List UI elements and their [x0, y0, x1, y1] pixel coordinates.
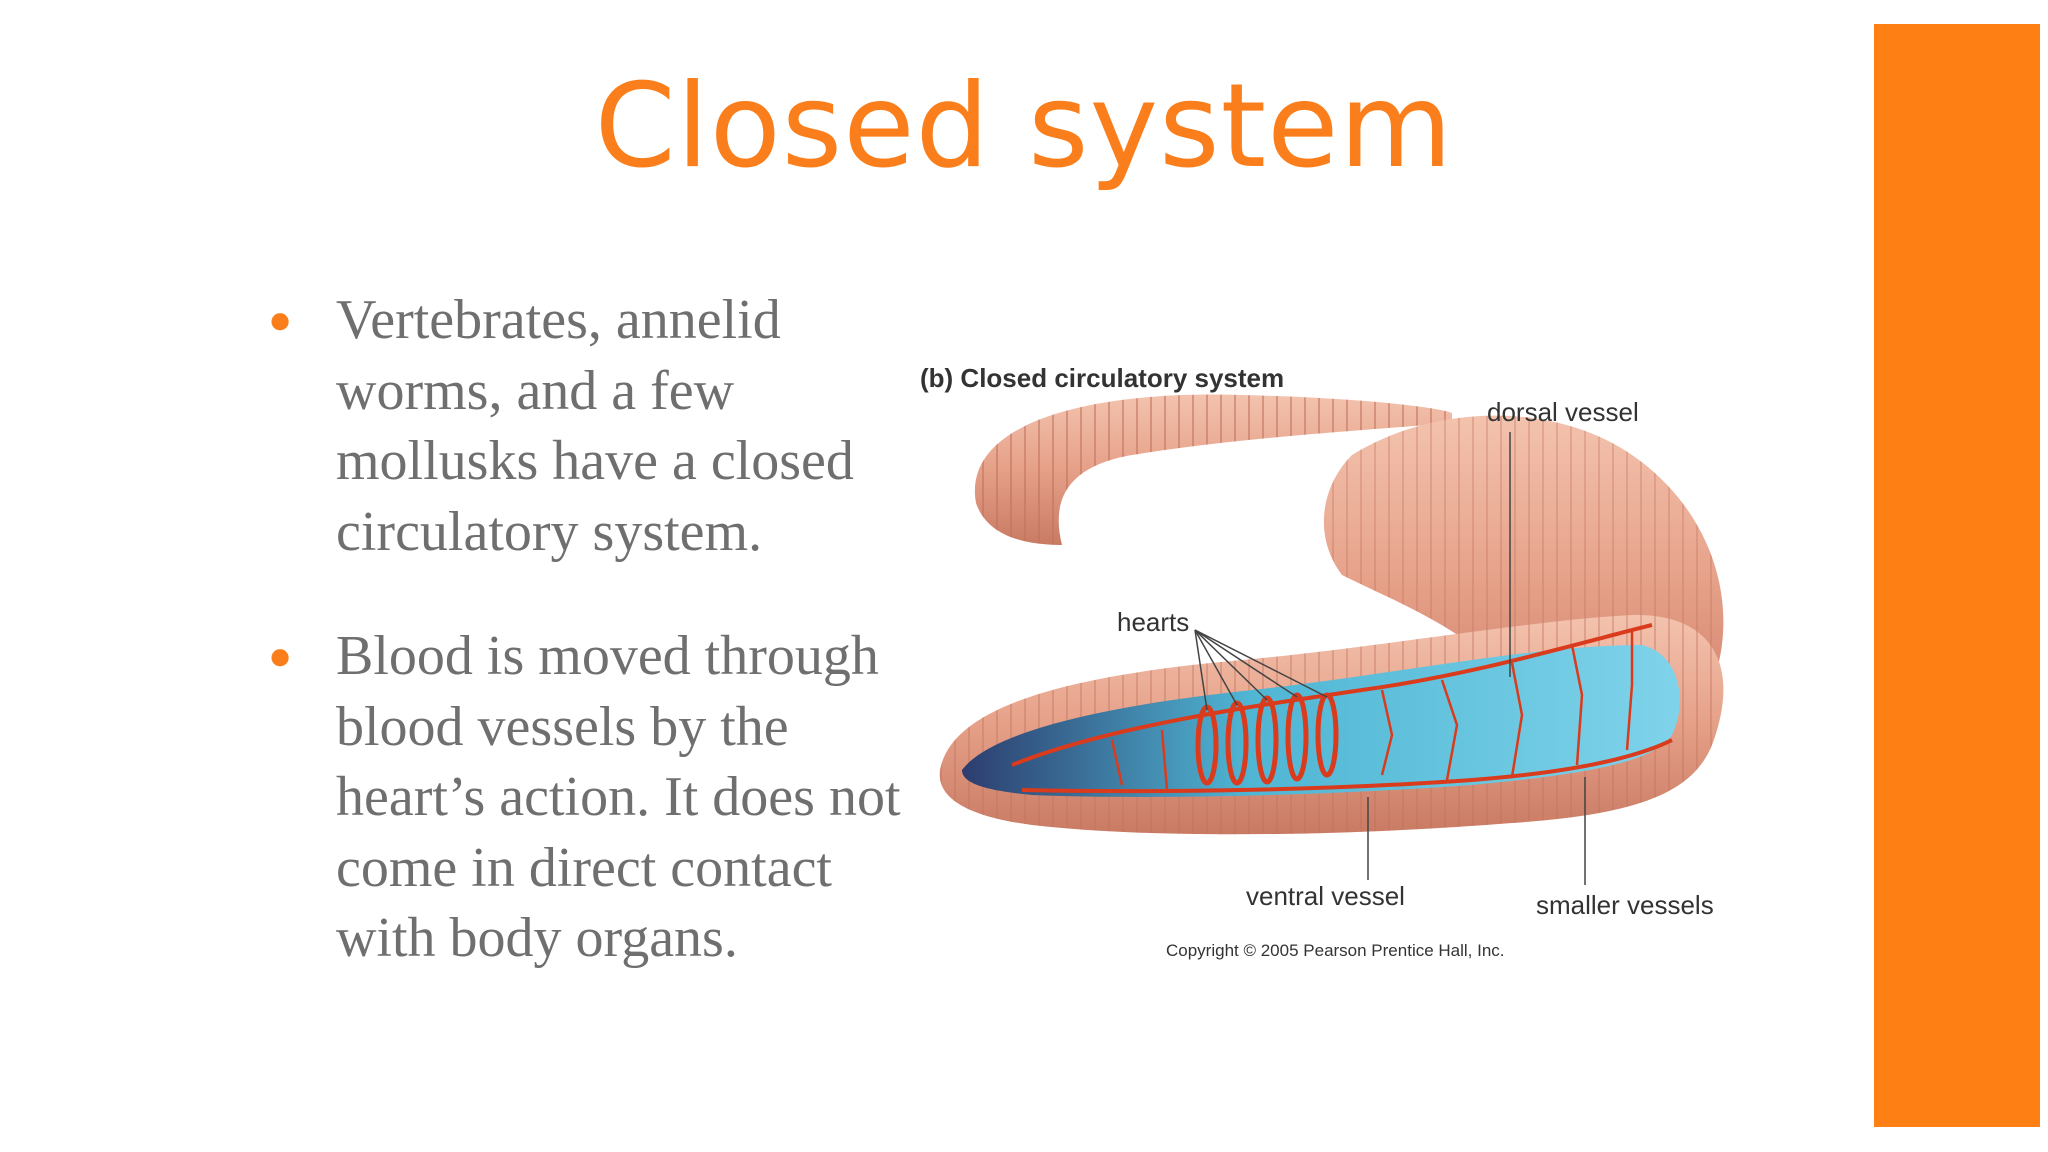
bullet-icon: ● [268, 634, 293, 678]
slide-title: Closed system [594, 59, 1454, 194]
bullet-icon: ● [268, 298, 293, 342]
figure-copyright: Copyright © 2005 Pearson Prentice Hall, … [1166, 941, 1505, 960]
dorsal-vessel [1011, 623, 1653, 767]
figure-caption: (b) Closed circulatory system [920, 363, 1285, 393]
ventral-vessel [1021, 738, 1673, 794]
bullet-text: Vertebrates, annelid worms, and a few mo… [336, 289, 854, 563]
bullet-text: Blood is moved through blood vessels by … [336, 625, 901, 969]
label-dorsal-vessel: dorsal vessel [1487, 397, 1639, 427]
worm-figure: (b) Closed circulatory system dorsal ves… [912, 345, 1742, 985]
label-ventral-vessel: ventral vessel [1246, 881, 1405, 911]
earthworm-illustration [939, 394, 1724, 885]
label-smaller-vessels: smaller vessels [1536, 890, 1714, 920]
smaller-vessels [1110, 630, 1634, 791]
label-hearts: hearts [1117, 607, 1190, 637]
bullet-list: ● Vertebrates, annelid worms, and a few … [266, 285, 938, 1028]
accent-bar [1874, 24, 2040, 1127]
bullet-item: ● Blood is moved through blood vessels b… [266, 621, 938, 974]
bullet-item: ● Vertebrates, annelid worms, and a few … [266, 285, 938, 567]
leader-lines [1194, 432, 1586, 885]
